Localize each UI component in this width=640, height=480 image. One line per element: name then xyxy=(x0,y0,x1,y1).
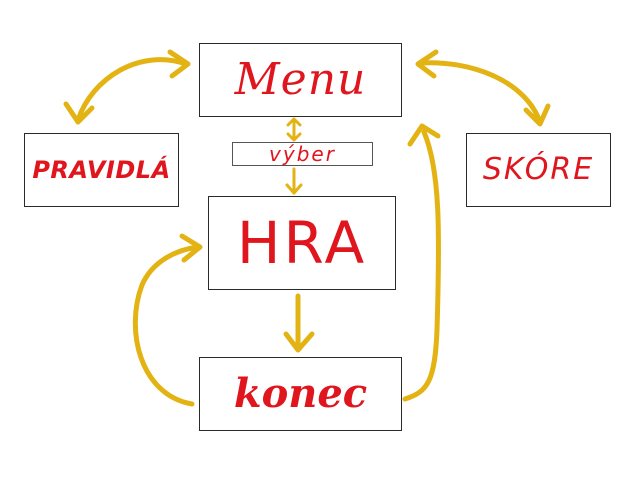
arrow-konec-hra xyxy=(132,244,201,407)
arrow-head-menu-end xyxy=(167,49,191,79)
node-hra-label: HRA xyxy=(236,209,368,277)
arrow-head-hra-top xyxy=(285,183,303,195)
node-menu: Menu xyxy=(199,43,402,117)
node-menu-label: Menu xyxy=(234,54,367,105)
arrow-head-menu-right-end xyxy=(415,49,439,79)
arrow-head-pravidla-end xyxy=(63,101,95,125)
arrow-head-vyber-up xyxy=(286,117,302,127)
arrow-menu-pravidla xyxy=(75,57,189,123)
node-konec-label: konec xyxy=(233,370,368,417)
node-skore: SKÓRE xyxy=(466,133,611,207)
arrow-head-menu-bottom xyxy=(407,123,441,147)
node-vyber-label: výber xyxy=(269,142,336,166)
node-hra: HRA xyxy=(208,196,396,290)
arrow-head-konec-top xyxy=(283,331,315,353)
arrow-konec-menu xyxy=(402,129,442,402)
arrow-head-hra-left xyxy=(179,233,203,263)
node-pravidla-label: PRAVIDLÁ xyxy=(32,156,171,184)
node-pravidla: PRAVIDLÁ xyxy=(24,133,179,207)
node-vyber: výber xyxy=(232,142,373,166)
arrow-head-skore-end xyxy=(523,103,551,127)
node-skore-label: SKÓRE xyxy=(482,152,595,187)
arrow-head-vyber-down xyxy=(286,132,302,142)
arrow-menu-skore xyxy=(417,60,543,125)
node-konec: konec xyxy=(199,357,402,431)
